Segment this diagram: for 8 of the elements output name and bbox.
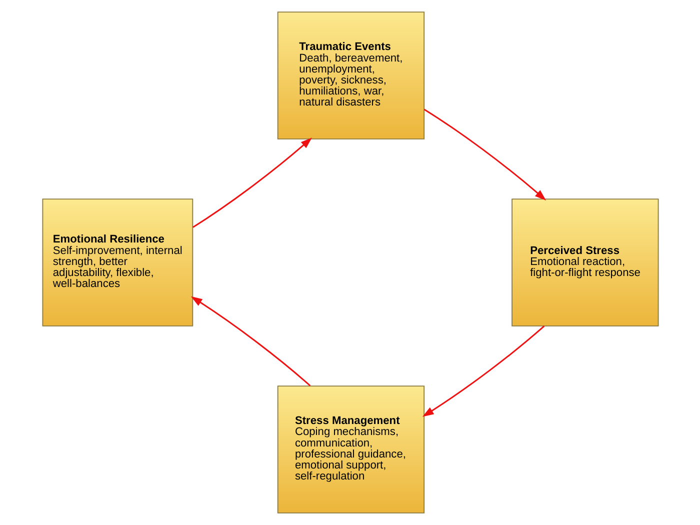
node-box: Perceived Stress Emotional reaction, fight-or-flight response [511, 198, 658, 326]
arrow [422, 326, 544, 417]
arrow [192, 138, 312, 228]
arrow [423, 108, 546, 201]
node-box: Traumatic Events Death, bereavement, unemployment, poverty, sickness, humiliations, war, natural disasters [276, 12, 424, 140]
node-box: Emotional Resilience Self-improvement, internal strength, better adjustability, flexible, well-balances [42, 198, 193, 326]
node-box: Stress Management Coping mechanisms, communication, professional guidance, emotional support, self-regulation [276, 386, 424, 514]
arrow [190, 296, 310, 386]
